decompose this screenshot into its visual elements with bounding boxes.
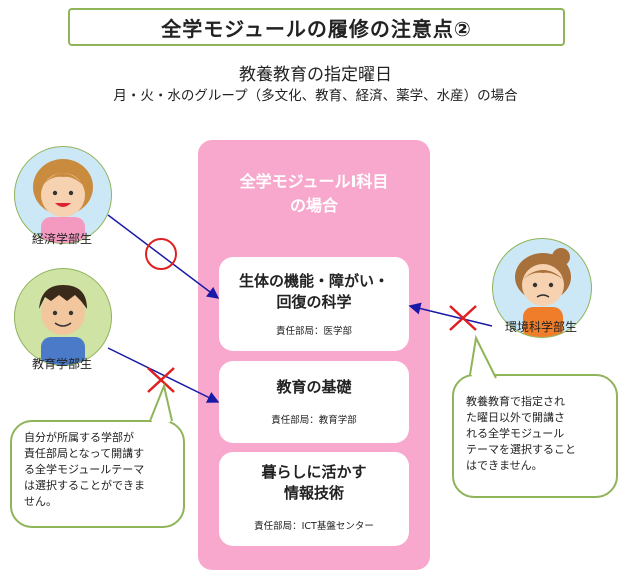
student-label: 環境科学部生	[504, 320, 577, 334]
note-bubble-right: 教養教育で指定され た曜日以外で開講さ れる全学モジュール テーマを選択すること…	[452, 374, 618, 498]
arrow-environment	[408, 302, 493, 327]
arrow-education	[107, 347, 220, 403]
environment-student-avatar	[492, 238, 592, 338]
student-label: 経済学部生	[31, 232, 92, 246]
subtitle: 教養教育の指定曜日	[239, 65, 392, 85]
course-name: 生体の機能・障がい・ 回復の科学	[238, 272, 389, 311]
ng-cross-mark	[147, 367, 175, 393]
student-face-icon	[515, 248, 571, 337]
course-dept: 責任部局：ICT基盤センター	[254, 521, 374, 532]
course-name: 暮らしに活かす 情報技術	[261, 463, 367, 502]
student-face-icon	[39, 285, 87, 365]
course-name: 教育の基礎	[276, 378, 352, 396]
student-face-icon	[33, 159, 93, 243]
course-dept: 責任部局：教育学部	[271, 415, 357, 426]
panel-title: 全学モジュールⅠ科目 の場合	[239, 172, 389, 215]
ng-cross-mark	[449, 305, 477, 331]
course-card-3: 暮らしに活かす 情報技術 責任部局：ICT基盤センター	[219, 452, 409, 546]
bubble-tail-right	[469, 334, 497, 379]
economics-student-avatar	[14, 146, 112, 244]
course-card-1: 生体の機能・障がい・ 回復の科学 責任部局：医学部	[219, 257, 409, 351]
course-card-2: 教育の基礎 責任部局：教育学部	[219, 361, 409, 443]
page-title: 全学モジュールの履修の注意点②	[68, 8, 565, 46]
note-bubble-left: 自分が所属する学部が 責任部局となって開講す る全学モジュールテーマ は選択する…	[10, 420, 185, 528]
groups-line: 月・火・水のグループ（多文化、教育、経済、薬学、水産）の場合	[113, 88, 518, 104]
ok-circle-mark	[145, 238, 177, 270]
education-student-avatar	[14, 268, 112, 366]
student-label: 教育学部生	[31, 357, 92, 371]
course-dept: 責任部局：医学部	[275, 326, 352, 337]
arrow-economics	[107, 214, 220, 299]
bubble-tail-left	[149, 382, 173, 422]
